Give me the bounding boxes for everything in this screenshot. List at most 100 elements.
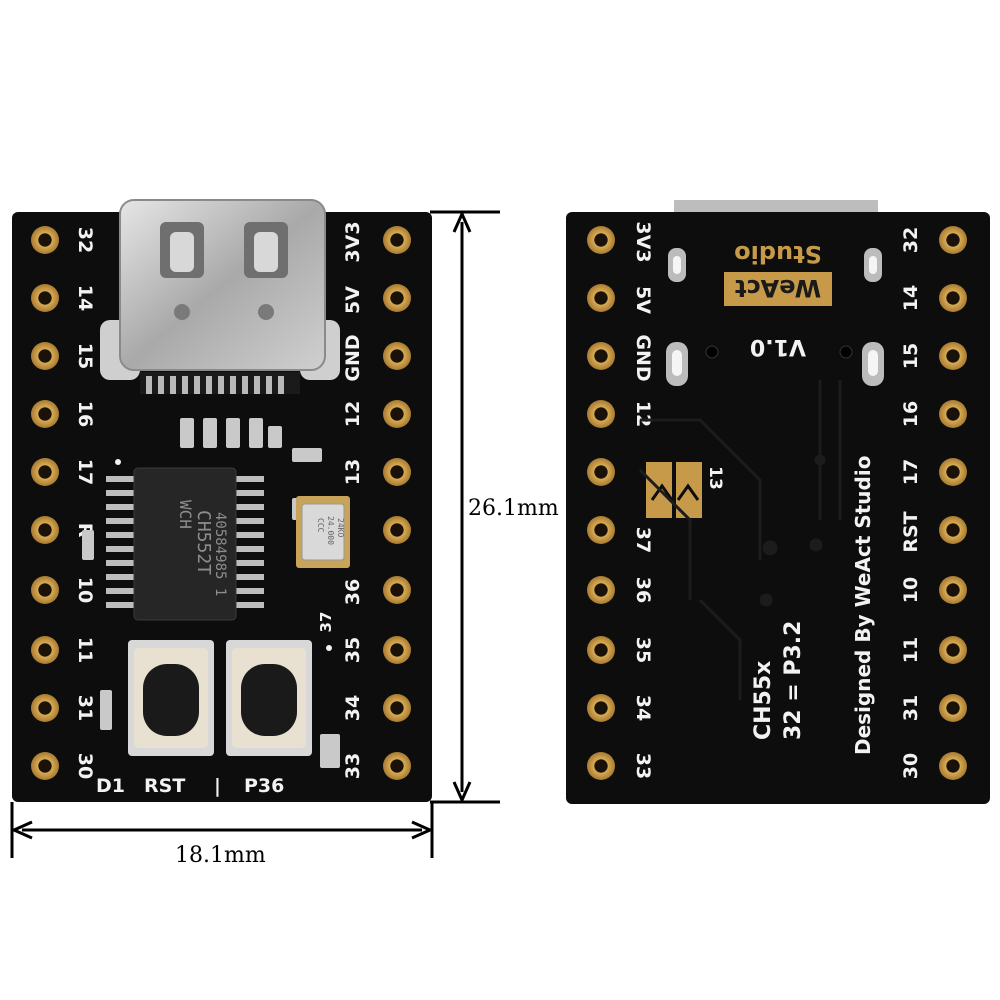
- pad: [31, 226, 59, 254]
- pin-label: 17: [74, 459, 96, 485]
- pin-label: 15: [900, 343, 922, 369]
- pin-label: 37: [632, 527, 654, 553]
- rst-tactile-button: [128, 640, 214, 756]
- crystal-line1: CCC: [316, 518, 325, 533]
- p36-tactile-button: [226, 640, 312, 756]
- pin-label: 31: [900, 695, 922, 721]
- pad: [587, 342, 615, 370]
- width-dimension: [10, 802, 434, 858]
- crystal-oscillator: CCC 24.000 24KO: [296, 496, 350, 568]
- weact-logo: WeAct Studio: [724, 240, 832, 306]
- pin-label: 34: [342, 695, 364, 721]
- back-right-labels: 32 14 15 16 17 RST 10 11 31 30: [900, 227, 922, 779]
- series-label: CH55x: [751, 661, 776, 740]
- front-board: 32 14 15 16 17 R 10 11 31 30 3V3 5V GND …: [12, 199, 432, 802]
- jumper-label: 13: [705, 466, 725, 490]
- pin-label: 12: [342, 401, 364, 427]
- pin-label: 15: [74, 343, 96, 369]
- pin37-label: 37: [317, 612, 335, 633]
- pad: [383, 694, 411, 722]
- pin-label: 3V3: [632, 221, 654, 262]
- pad: [383, 576, 411, 604]
- pad: [31, 516, 59, 544]
- pin-label: 34: [632, 695, 654, 721]
- pin-label: 11: [74, 637, 96, 663]
- pin-label: 33: [342, 753, 364, 779]
- pad: [383, 636, 411, 664]
- pad: [939, 226, 967, 254]
- brand-line1: WeAct: [735, 274, 821, 302]
- copper-traces: [638, 380, 842, 700]
- pad: [31, 694, 59, 722]
- pin-label: 16: [900, 401, 922, 427]
- pad: [939, 752, 967, 780]
- solder-jumper: 13: [646, 462, 725, 518]
- front-right-labels: 3V3 5V GND 12 13 36 35 34 33 37: [317, 221, 364, 779]
- pin-label: GND: [342, 334, 364, 381]
- pin-label: 10: [74, 577, 96, 603]
- pin-label: 14: [74, 285, 96, 311]
- front-left-pads: [31, 226, 59, 780]
- pad: [31, 400, 59, 428]
- pin-label: 30: [74, 753, 96, 779]
- pin-label: 35: [342, 637, 364, 663]
- pin-label: 5V: [632, 286, 654, 314]
- back-leds: [666, 248, 884, 386]
- back-left-pads: [587, 226, 615, 780]
- d1-label: D1: [96, 775, 125, 797]
- back-board: 3V3 5V GND 12 37 36 35 34 33 32 14 15 16…: [566, 200, 990, 804]
- pad: [587, 284, 615, 312]
- pin-label: 36: [342, 579, 364, 605]
- front-right-pads: [383, 226, 411, 780]
- pad: [939, 636, 967, 664]
- chip-logo: WCH: [176, 500, 195, 529]
- pad: [383, 226, 411, 254]
- pad: [939, 694, 967, 722]
- version-label: V1.0: [750, 334, 806, 359]
- pad: [939, 516, 967, 544]
- pad: [587, 636, 615, 664]
- separator-label: |: [214, 775, 221, 797]
- rst-label: RST: [144, 775, 185, 797]
- pin-label: 35: [632, 637, 654, 663]
- pin-label: 13: [342, 459, 364, 485]
- pad: [383, 284, 411, 312]
- pin-label: 12: [632, 401, 654, 427]
- p36-label: P36: [244, 775, 284, 797]
- pin-mapping-label: 32 = P3.2: [781, 621, 806, 740]
- pin-label: GND: [632, 334, 654, 381]
- pin-label: 32: [900, 227, 922, 253]
- pin-label: 31: [74, 695, 96, 721]
- pin-label: 33: [632, 753, 654, 779]
- pin-label: 16: [74, 401, 96, 427]
- pad: [939, 342, 967, 370]
- pin-label: 3V3: [342, 221, 364, 262]
- pad: [383, 458, 411, 486]
- height-label: 26.1mm: [468, 496, 559, 521]
- pad: [383, 752, 411, 780]
- pin-label: 30: [900, 753, 922, 779]
- pad: [31, 636, 59, 664]
- pad: [587, 516, 615, 544]
- pad: [587, 576, 615, 604]
- pad: [31, 576, 59, 604]
- pad: [31, 752, 59, 780]
- pad: [587, 458, 615, 486]
- crystal-line2: 24.000: [326, 516, 335, 545]
- pin-label: 11: [900, 637, 922, 663]
- pad: [383, 342, 411, 370]
- pad: [939, 576, 967, 604]
- designer-label: Designed By WeAct Studio: [851, 456, 875, 755]
- back-right-pads: [939, 226, 967, 780]
- pad: [587, 400, 615, 428]
- pin-label: 14: [900, 285, 922, 311]
- crystal-line3: 24KO: [336, 518, 345, 537]
- pad: [31, 342, 59, 370]
- pin-label: 17: [900, 459, 922, 485]
- usb-c-connector: [100, 199, 340, 394]
- pad: [587, 752, 615, 780]
- pin1-dot: [326, 645, 332, 651]
- pad: [939, 400, 967, 428]
- pin-label: 36: [632, 577, 654, 603]
